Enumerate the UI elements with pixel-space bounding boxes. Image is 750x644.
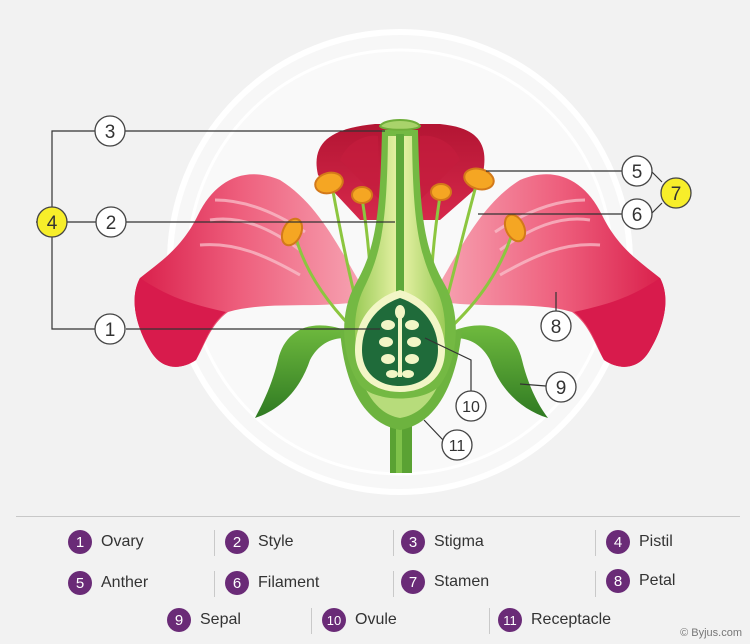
legend-separator [214, 571, 215, 597]
legend-item-ovary: 1 Ovary [68, 529, 144, 555]
legend-label: Pistil [639, 533, 673, 550]
legend-badge: 8 [606, 569, 630, 593]
callout-1: 1 [94, 313, 126, 345]
callout-6: 6 [621, 198, 653, 230]
legend-item-style: 2 Style [225, 529, 294, 555]
legend-label: Ovary [101, 533, 144, 550]
legend-badge: 2 [225, 530, 249, 554]
svg-text:1: 1 [105, 320, 116, 341]
anthers [280, 167, 527, 247]
svg-text:10: 10 [462, 399, 480, 416]
legend-separator [489, 608, 490, 634]
legend-item-pistil: 4 Pistil [606, 529, 673, 555]
credit-text: © Byjus.com [680, 627, 742, 639]
svg-text:6: 6 [632, 205, 643, 226]
legend-item-petal: 8 Petal [606, 568, 675, 594]
legend-item-stigma: 3 Stigma [401, 529, 484, 555]
svg-text:3: 3 [105, 122, 116, 143]
legend-divider [16, 516, 740, 517]
legend-badge: 10 [322, 608, 346, 632]
legend-badge: 6 [225, 571, 249, 595]
legend-separator [214, 530, 215, 556]
legend-label: Petal [639, 572, 676, 589]
svg-text:11: 11 [449, 438, 466, 455]
legend-separator [595, 530, 596, 556]
callout-11: 11 [441, 429, 473, 461]
svg-text:7: 7 [671, 184, 682, 205]
legend-label: Style [258, 533, 294, 550]
legend-separator [393, 530, 394, 556]
legend-badge: 5 [68, 571, 92, 595]
svg-text:9: 9 [556, 378, 567, 399]
callout-9: 9 [545, 371, 577, 403]
svg-text:5: 5 [632, 162, 643, 183]
legend-badge: 11 [498, 608, 522, 632]
svg-text:2: 2 [106, 213, 117, 234]
callout-4: 4 [36, 206, 68, 238]
callout-3: 3 [94, 115, 126, 147]
legend-item-ovule: 10 Ovule [322, 607, 397, 633]
legend-label: Receptacle [531, 611, 612, 628]
legend-badge: 1 [68, 530, 92, 554]
callout-5: 5 [621, 155, 653, 187]
legend-item-filament: 6 Filament [225, 570, 319, 596]
legend-badge: 4 [606, 530, 630, 554]
pistil [344, 119, 456, 399]
legend-label: Stamen [434, 573, 490, 590]
svg-text:8: 8 [551, 317, 562, 338]
legend-badge: 9 [167, 608, 191, 632]
callout-7: 7 [660, 177, 692, 209]
legend-label: Stigma [434, 533, 484, 550]
callout-10: 10 [455, 390, 487, 422]
legend-separator [311, 608, 312, 634]
legend-badge: 3 [401, 530, 425, 554]
legend-label: Ovule [355, 611, 397, 628]
legend-label: Anther [101, 574, 149, 591]
legend-label: Filament [258, 574, 320, 591]
flower-diagram: 1 2 3 4 5 6 7 8 9 10 11 [36, 29, 692, 495]
legend-item-receptacle: 11 Receptacle [498, 607, 611, 633]
legend-item-stamen: 7 Stamen [401, 569, 489, 595]
legend-separator [595, 571, 596, 597]
legend-item-sepal: 9 Sepal [167, 607, 241, 633]
legend-separator [393, 571, 394, 597]
callout-8: 8 [540, 310, 572, 342]
callout-2: 2 [95, 206, 127, 238]
sepals [255, 325, 548, 418]
svg-text:4: 4 [47, 213, 58, 234]
legend-item-anther: 5 Anther [68, 570, 148, 596]
legend-badge: 7 [401, 570, 425, 594]
legend-label: Sepal [200, 611, 241, 628]
